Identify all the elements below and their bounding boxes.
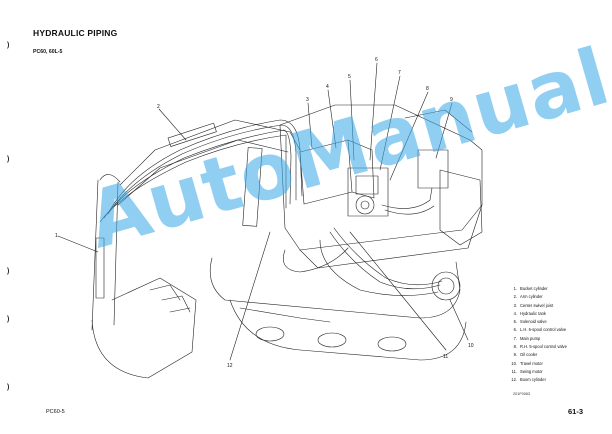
binding-mark: ) (7, 42, 10, 49)
legend-item: 12.Boom cylinder (511, 377, 546, 383)
binding-mark: ) (7, 316, 10, 323)
legend-item: 8.R.H. 5-spool control valve (513, 344, 567, 350)
legend-item: 11.Swing motor (511, 368, 543, 374)
callout-7: 7 (398, 70, 401, 76)
legend-item: 4.Hydraulic tank (513, 310, 546, 316)
callout-10: 10 (468, 343, 474, 349)
callout-2: 2 (157, 104, 160, 110)
legend-item: 6.L.H. 6-spool control valve (513, 327, 567, 333)
callout-3: 3 (306, 97, 309, 103)
callout-5: 5 (348, 74, 351, 80)
callout-6: 6 (375, 57, 378, 63)
callout-8: 8 (426, 86, 429, 92)
figure-code: 201F0063 (513, 392, 531, 396)
legend-item: 2.Arm cylinder (513, 294, 543, 300)
callout-9: 9 (450, 97, 453, 103)
footer-model: PC60-5 (46, 409, 65, 415)
legend-item: 9.Oil cooler (513, 352, 538, 358)
legend-item: 5.Solenoid valve (513, 319, 547, 325)
callout-4: 4 (326, 84, 329, 90)
legend-item: 3.Center swivel joint (513, 302, 554, 308)
parts-legend: 1.Bucket cylinder 2.Arm cylinder 3.Cente… (505, 285, 567, 385)
legend-item: 1.Bucket cylinder (513, 286, 548, 291)
callout-11: 11 (443, 354, 448, 360)
callout-1: 1 (55, 233, 58, 239)
binding-mark: ) (7, 268, 10, 275)
binding-mark: ) (7, 384, 10, 391)
binding-mark: ) (7, 156, 10, 163)
model-designation: PC60, 60L-5 (33, 49, 63, 55)
callout-12: 12 (227, 363, 233, 369)
legend-item: 10.Travel motor (511, 360, 543, 366)
legend-item: 7.Main pump (513, 335, 541, 341)
page-title: HYDRAULIC PIPING (33, 28, 118, 38)
page-number: 61-3 (568, 407, 584, 416)
